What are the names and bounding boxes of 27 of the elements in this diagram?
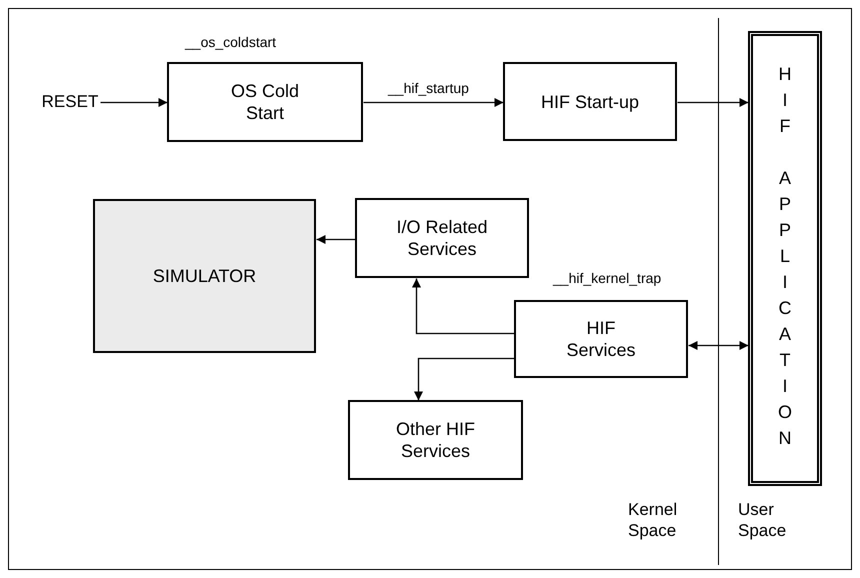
entry-point-label: __hif_kernel_trap xyxy=(553,270,662,286)
arrow xyxy=(688,341,748,350)
box-label: Other HIF Services xyxy=(394,418,476,462)
region-label: Kernel Space xyxy=(628,499,678,541)
arrow xyxy=(316,235,356,244)
arrow xyxy=(414,358,514,400)
process-box xyxy=(348,400,523,480)
box-label: OS Cold Start xyxy=(230,80,300,124)
box-label: SIMULATOR xyxy=(152,265,256,287)
entry-point-label: __os_coldstart xyxy=(185,34,276,50)
box-label: HIF Services xyxy=(565,317,637,361)
box-label: HIF Start-up xyxy=(540,90,640,112)
process-box xyxy=(167,62,363,142)
application-box xyxy=(748,31,822,486)
arrow xyxy=(412,278,514,334)
process-box xyxy=(503,62,677,141)
process-box xyxy=(355,198,529,278)
arrow xyxy=(364,98,504,107)
input-label: RESET xyxy=(40,91,100,113)
edge-label: __hif_startup xyxy=(388,80,469,96)
arrow xyxy=(100,98,168,107)
box-label: I/O Related Services xyxy=(395,216,489,260)
arrow xyxy=(678,98,748,107)
box-label: HIF APPLICATION xyxy=(774,64,796,454)
process-box xyxy=(93,199,316,353)
process-box xyxy=(514,300,688,378)
region-label: User Space xyxy=(738,499,788,541)
